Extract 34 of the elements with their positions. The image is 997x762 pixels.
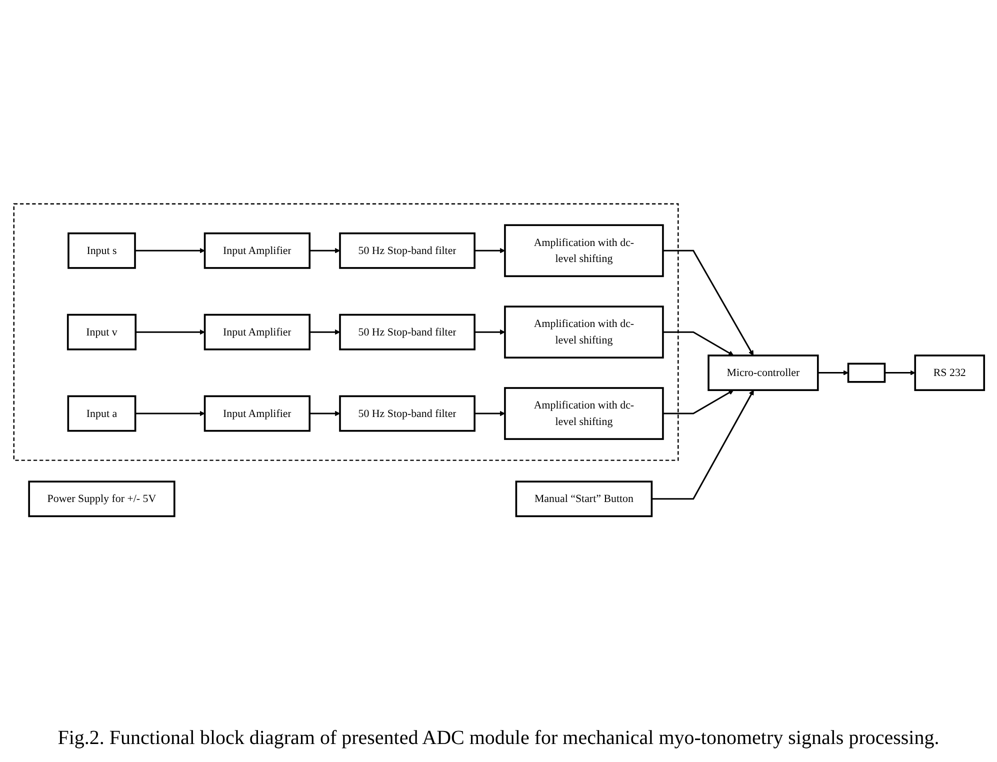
arrow [134,411,205,417]
arrow [474,248,505,254]
node-box: Input s [67,232,136,270]
arrow [474,411,505,417]
node-box: Amplification with dc-level shifting [504,306,664,359]
arrow [309,248,340,254]
node-box: Power Supply for +/- 5V [28,481,175,518]
node-box: Input Amplifier [203,232,310,270]
node-box: Micro-controller [707,355,818,392]
arrow [817,370,848,376]
figure-caption: Fig.2. Functional block diagram of presented ADC module for mechanical myo-tonometry signals processing. [58,727,940,750]
node-box: 50 Hz Stop-band filter [338,314,475,351]
node-box: Input Amplifier [203,396,310,432]
arrow [474,330,505,336]
arrow [662,390,734,415]
node-box: 50 Hz Stop-band filter [338,396,475,432]
arrow [135,330,205,336]
arrow [651,390,754,500]
node-box: RS 232 [914,355,985,392]
arrow [309,330,340,336]
arrow [134,248,205,254]
node-box: 50 Hz Stop-band filter [338,232,475,270]
arrow [662,250,754,356]
cluster [12,204,678,462]
node-box: Input Amplifier [203,314,310,351]
arrow [662,332,734,356]
node-box [846,363,886,384]
node-box: Amplification with dc-level shifting [504,224,664,278]
arrow [309,411,340,417]
node-box: Input v [66,314,136,351]
arrow [884,370,915,376]
node-box: Manual “Start” Button [514,481,652,518]
node-box: Input a [66,396,136,432]
node-box: Amplification with dc-level shifting [504,388,664,440]
